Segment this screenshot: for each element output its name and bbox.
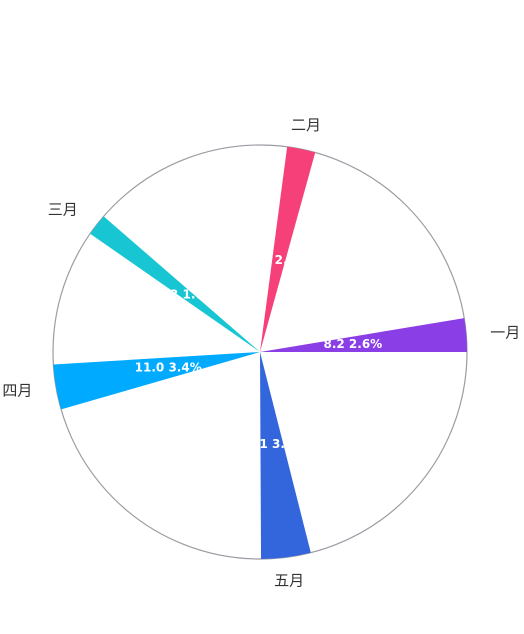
category-label-3: 三月 — [48, 201, 78, 219]
data-label-3: 5.3 1.7% — [157, 287, 216, 301]
data-label-4: 11.0 3.4% — [135, 360, 202, 374]
data-label-1: 8.2 2.6% — [323, 337, 382, 351]
pie-labels: 8.2 2.6% 一月 6.9 2.2% 二月 5.3 1.7% 三月 11.0 3.4% 四… — [2, 116, 520, 590]
pie-slice-1[interactable] — [260, 318, 467, 352]
data-label-5: 12.1 3.9% — [238, 437, 305, 451]
data-label-2: 6.9 2.2% — [249, 253, 308, 267]
pie-slice-3[interactable] — [90, 216, 261, 352]
pie-slice-2[interactable] — [260, 146, 316, 352]
category-label-5: 五月 — [274, 572, 304, 590]
category-label-4: 四月 — [2, 382, 32, 400]
pie-slice-4[interactable] — [53, 352, 261, 410]
pie-slices — [53, 146, 467, 559]
pie-slice-5[interactable] — [260, 352, 311, 559]
category-label-2: 二月 — [291, 116, 321, 134]
category-label-1: 一月 — [490, 324, 520, 342]
